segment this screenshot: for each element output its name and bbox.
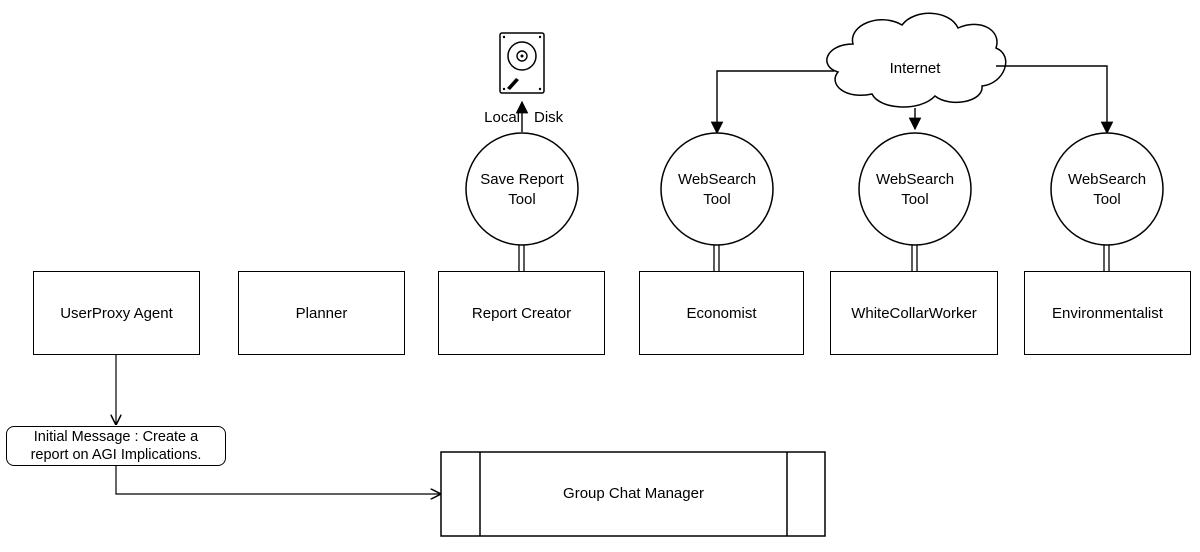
whitecollarworker-box: WhiteCollarWorker — [830, 271, 998, 355]
websearch-tool-label-economist: WebSearch Tool — [677, 171, 757, 208]
planner-box: Planner — [238, 271, 405, 355]
save-report-tool-circle — [465, 132, 579, 246]
hard-disk-icon — [499, 32, 545, 94]
internet-to-environmentalist-arrow — [996, 65, 1114, 135]
userproxy-agent-box: UserProxy Agent — [33, 271, 200, 355]
group-chat-manager-shape — [440, 451, 826, 537]
initial-message-box: Initial Message : Create a report on AGI… — [6, 426, 226, 466]
websearch-tool-circle-whitecollar — [858, 132, 972, 246]
report-creator-box: Report Creator — [438, 271, 605, 355]
websearch-tool-label-environmentalist: WebSearch Tool — [1067, 171, 1147, 208]
internet-to-economist-arrow — [710, 70, 834, 135]
message-to-manager-arrow — [115, 466, 440, 494]
internet-cloud-icon — [826, 12, 1007, 108]
websearch-tool-circle-environmentalist — [1050, 132, 1164, 246]
economist-box: Economist — [639, 271, 804, 355]
environmentalist-box: Environmentalist — [1024, 271, 1191, 355]
websearch-tool-label-whitecollar: WebSearch Tool — [875, 171, 955, 208]
tool-agent-connectors — [518, 245, 1110, 271]
save-report-tool-label: Save Report Tool — [480, 171, 564, 208]
websearch-tool-circle-economist — [660, 132, 774, 246]
